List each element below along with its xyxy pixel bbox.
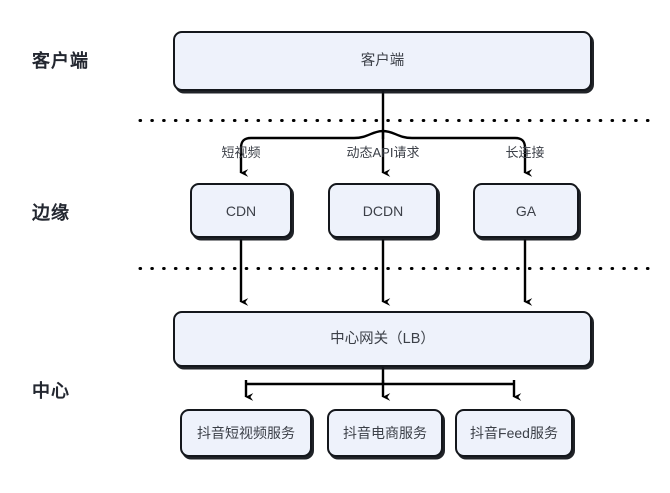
connector-client-to-cdn	[239, 129, 384, 177]
node-service-ecommerce-label: 抖音电商服务	[343, 425, 427, 441]
node-gateway[interactable]: 中心网关（LB）	[173, 311, 592, 367]
connector-client-to-ga	[382, 129, 533, 177]
node-client[interactable]: 客户端	[173, 31, 592, 91]
edge-label-dynamic-api: 动态API请求	[346, 145, 420, 160]
node-service-short-video-label: 抖音短视频服务	[197, 425, 295, 441]
node-ga-label: GA	[515, 202, 537, 219]
edge-label-short-video: 短视频	[221, 145, 261, 160]
node-dcdn[interactable]: DCDN	[328, 183, 438, 238]
row-label-center: 中心	[32, 381, 70, 401]
node-service-ecommerce[interactable]: 抖音电商服务	[327, 409, 443, 457]
edge-label-long-connection: 长连接	[505, 145, 545, 160]
row-label-client: 客户端	[32, 51, 89, 71]
node-ga[interactable]: GA	[473, 183, 579, 238]
node-service-feed[interactable]: 抖音Feed服务	[455, 409, 573, 457]
node-gateway-label: 中心网关（LB）	[330, 330, 435, 347]
node-cdn[interactable]: CDN	[190, 183, 292, 238]
node-dcdn-label: DCDN	[362, 202, 404, 219]
row-label-edge: 边缘	[32, 203, 70, 223]
node-cdn-label: CDN	[225, 202, 257, 219]
node-service-short-video[interactable]: 抖音短视频服务	[180, 409, 312, 457]
node-client-label: 客户端	[360, 52, 405, 69]
node-service-feed-label: 抖音Feed服务	[470, 425, 558, 441]
